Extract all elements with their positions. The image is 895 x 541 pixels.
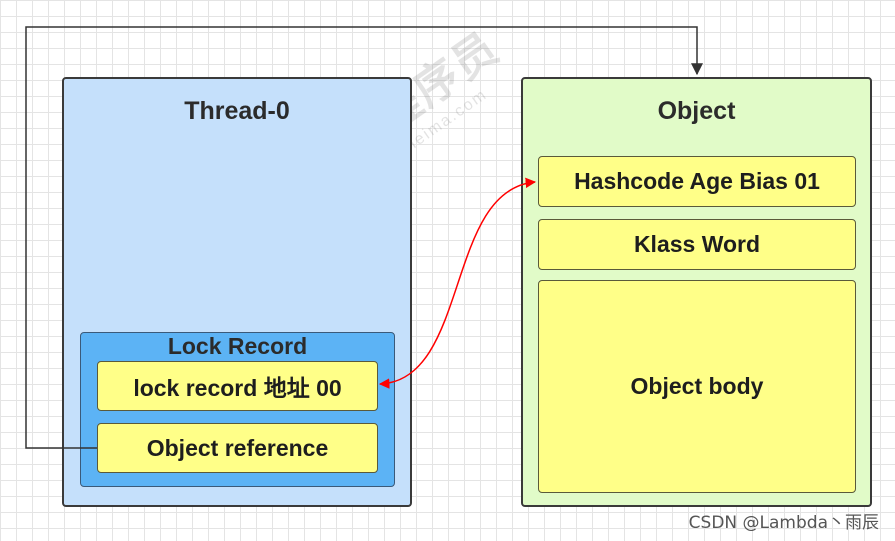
- klass-word-field: Klass Word: [538, 219, 856, 270]
- swap-arrow: [378, 177, 537, 389]
- lock-record-address-field: lock record 地址 00: [97, 361, 378, 411]
- object-title: Object: [657, 97, 736, 125]
- thread-title: Thread-0: [184, 97, 290, 125]
- object-reference-field: Object reference: [97, 423, 378, 473]
- object-reference-connector: [25, 26, 703, 449]
- footer-credit: CSDN @Lambda丶雨辰: [688, 513, 879, 533]
- lock-record-title: Lock Record: [167, 333, 308, 359]
- object-body-field: Object body: [538, 280, 856, 493]
- mark-word-field: Hashcode Age Bias 01: [538, 156, 856, 207]
